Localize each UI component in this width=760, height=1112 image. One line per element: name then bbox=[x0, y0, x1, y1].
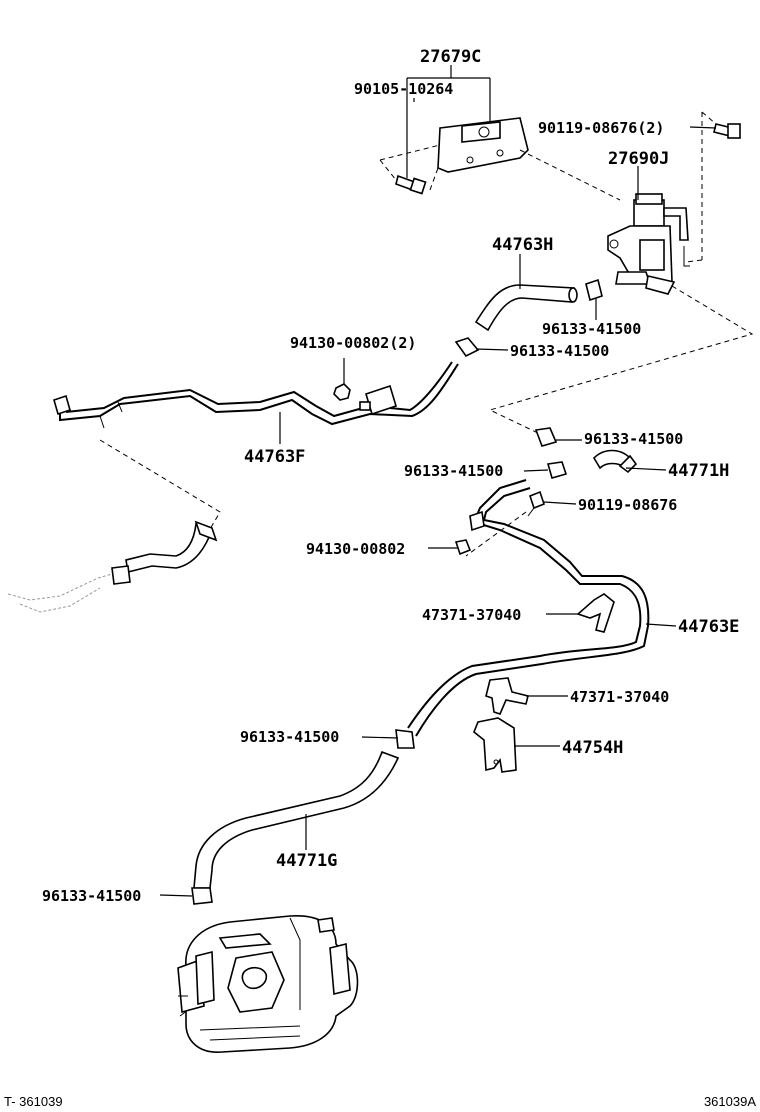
label-96133-41500-a: 96133-41500 bbox=[542, 320, 641, 338]
pipe-44763f-drawing bbox=[53, 361, 459, 429]
label-47371-37040-b: 47371-37040 bbox=[570, 688, 669, 706]
clamp-47371-37040-b-drawing bbox=[485, 677, 529, 715]
label-90119-08676-2: 90119-08676(2) bbox=[538, 119, 664, 137]
label-44771g: 44771G bbox=[276, 851, 337, 871]
pipe-44763e-drawing bbox=[407, 479, 650, 737]
label-44754h: 44754H bbox=[562, 738, 623, 758]
label-44763h: 44763H bbox=[492, 235, 553, 255]
clamp-47371-37040-a-drawing bbox=[576, 593, 615, 633]
label-94130-00802: 94130-00802 bbox=[306, 540, 405, 558]
bracket-44754h-drawing bbox=[473, 717, 517, 773]
label-96133-41500-e: 96133-41500 bbox=[240, 728, 339, 746]
hose-44763h-drawing bbox=[474, 284, 578, 332]
clip-96133-41500-d-drawing bbox=[546, 461, 568, 479]
clip-96133-41500-e-drawing bbox=[395, 729, 415, 749]
clip-96133-41500-a-drawing bbox=[585, 278, 603, 302]
screw-90119-08676-2-drawing bbox=[713, 123, 741, 139]
label-44763e: 44763E bbox=[678, 617, 739, 637]
footer-right: 361039A bbox=[704, 1094, 756, 1109]
label-47371-37040-a: 47371-37040 bbox=[422, 606, 521, 624]
clip-96133-41500-b-drawing bbox=[454, 337, 480, 358]
bolt-90105-10264-drawing bbox=[395, 174, 427, 195]
label-90119-08676: 90119-08676 bbox=[578, 496, 677, 514]
label-44763f: 44763F bbox=[244, 447, 305, 467]
label-96133-41500-d: 96133-41500 bbox=[404, 462, 503, 480]
label-94130-00802-2: 94130-00802(2) bbox=[290, 334, 416, 352]
label-96133-41500-f: 96133-41500 bbox=[42, 887, 141, 905]
screw-90119-08676-drawing bbox=[527, 490, 545, 517]
footer-left: T- 361039 bbox=[4, 1094, 63, 1109]
nut-94130-00802-drawing bbox=[454, 539, 472, 556]
left-hose-drawing bbox=[111, 520, 218, 585]
label-27690j: 27690J bbox=[608, 149, 669, 169]
clip-96133-41500-f-drawing bbox=[191, 887, 213, 905]
bracket-27679c-drawing bbox=[437, 117, 529, 173]
label-90105-10264: 90105-10264 bbox=[354, 80, 453, 98]
canister-drawing bbox=[177, 915, 359, 1053]
label-96133-41500-c: 96133-41500 bbox=[584, 430, 683, 448]
nut-94130-00802-2-drawing bbox=[333, 383, 351, 401]
faint-pipe-drawing bbox=[7, 573, 113, 613]
label-27679c: 27679C bbox=[420, 47, 481, 67]
clip-96133-41500-c-drawing bbox=[534, 427, 558, 447]
label-96133-41500-b: 96133-41500 bbox=[510, 342, 609, 360]
label-44771h: 44771H bbox=[668, 461, 729, 481]
vsv-27690j-drawing bbox=[607, 193, 690, 295]
